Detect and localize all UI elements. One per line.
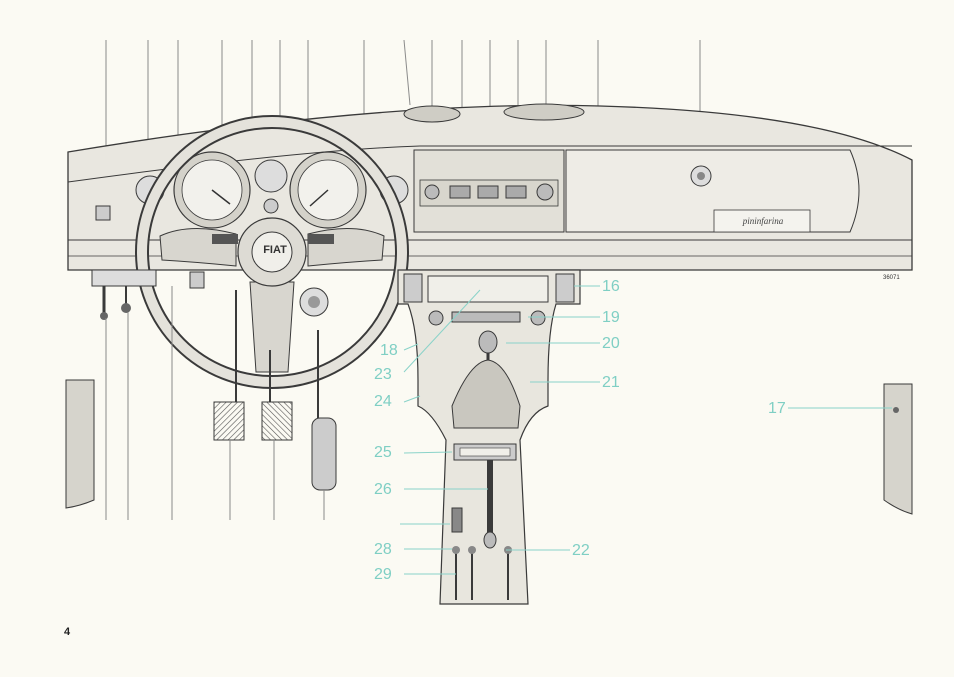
callout-24: 24 (374, 393, 392, 410)
callout-26: 26 (374, 481, 392, 498)
callout-17: 17 (768, 400, 786, 417)
bottom-leader-lines (105, 286, 325, 520)
door-panels (65, 379, 913, 515)
callout-25: 25 (374, 444, 392, 461)
callout-23: 23 (374, 366, 392, 383)
callout-19: 19 (602, 309, 620, 326)
center-console (397, 269, 581, 605)
callout-leader-lines (400, 285, 892, 575)
dashboard-body (67, 103, 913, 271)
fiat-horn-logo: FIAT (263, 244, 287, 256)
callout-16: 16 (602, 278, 620, 295)
column-controls (91, 269, 329, 320)
callout-29: 29 (374, 566, 392, 583)
callout-28: 28 (374, 541, 392, 558)
page-number: 4 (64, 626, 71, 638)
figure-code: 36071 (883, 275, 900, 281)
steering-wheel (135, 115, 409, 389)
callout-21: 21 (602, 374, 620, 391)
callout-18: 18 (380, 342, 398, 359)
pininfarina-badge: pininfarina (742, 216, 784, 226)
callout-22: 22 (572, 542, 590, 559)
callout-20: 20 (602, 335, 620, 352)
